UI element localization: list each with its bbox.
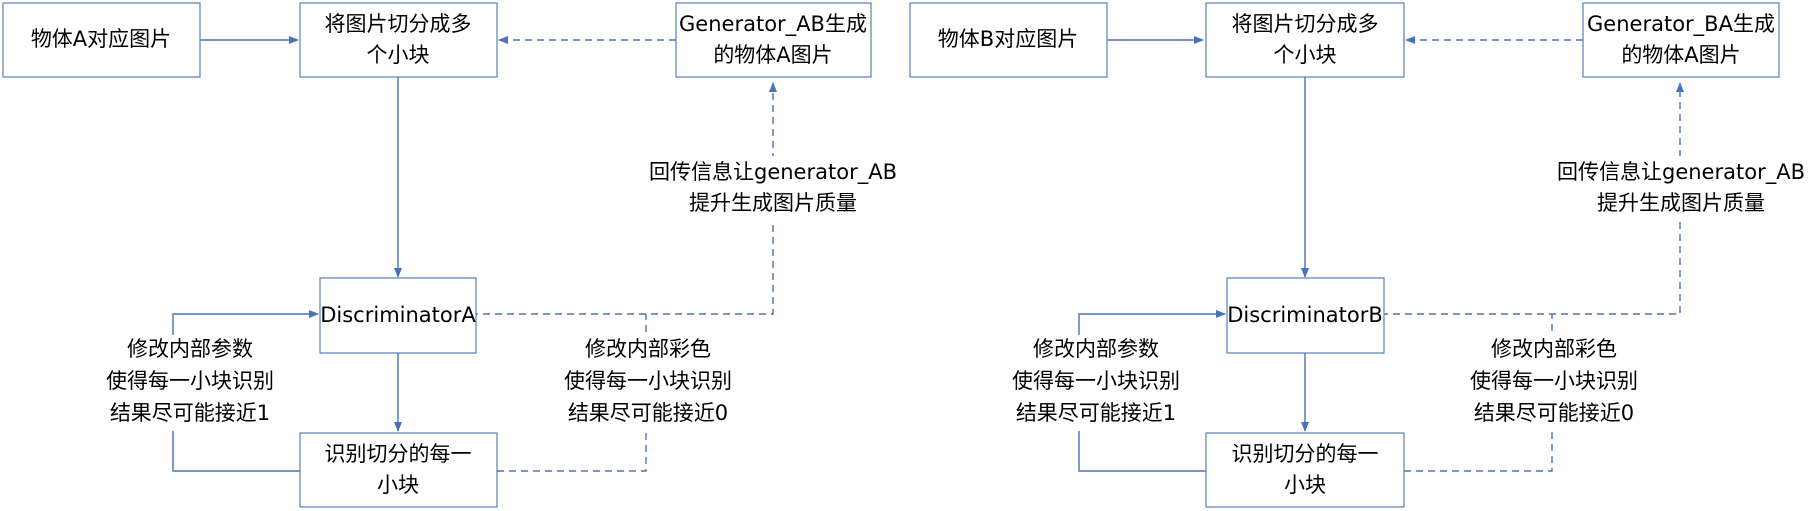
node-identify-patches-line-1: 识别切分的每一 — [1232, 442, 1379, 466]
label-feedback: 回传信息让generator_AB 提升生成图片质量 — [1550, 156, 1812, 220]
label-left-note-line-2: 使得每一小块识别 — [106, 369, 274, 393]
label-feedback-line-2: 提升生成图片质量 — [689, 191, 857, 215]
node-discriminator: DiscriminatorA — [319, 277, 477, 354]
node-split-image: 将图片切分成多 个小块 — [1205, 2, 1405, 78]
node-split-image-line-2: 个小块 — [367, 43, 430, 67]
label-right-note-line-1: 修改内部彩色 — [1491, 337, 1617, 361]
node-generator-line-1: Generator_AB生成 — [679, 12, 867, 37]
edge-discriminator-to-generator — [1381, 82, 1684, 315]
node-source-image-label: 物体B对应图片 — [938, 27, 1078, 51]
node-generator-line-2: 的物体A图片 — [1621, 43, 1740, 67]
node-discriminator: DiscriminatorB — [1226, 277, 1385, 354]
node-generator-line-1: Generator_BA生成 — [1587, 12, 1775, 37]
node-split-image-line-1: 将图片切分成多 — [325, 12, 472, 36]
node-identify-patches-line-2: 小块 — [377, 473, 419, 497]
node-identify-patches-line-2: 小块 — [1284, 473, 1326, 497]
label-right-note-line-3: 结果尽可能接近0 — [568, 401, 728, 425]
label-left-note-line-1: 修改内部参数 — [127, 337, 253, 361]
node-source-image: 物体A对应图片 — [2, 2, 201, 78]
label-left-note-line-3: 结果尽可能接近1 — [1016, 401, 1176, 425]
label-feedback-line-2: 提升生成图片质量 — [1597, 191, 1765, 215]
label-left-note: 修改内部参数 使得每一小块识别 结果尽可能接近1 — [90, 335, 290, 431]
node-source-image: 物体B对应图片 — [909, 2, 1108, 78]
label-right-note: 修改内部彩色 使得每一小块识别 结果尽可能接近0 — [1454, 335, 1654, 431]
label-feedback-line-1: 回传信息让generator_AB — [649, 160, 897, 185]
node-generator: Generator_BA生成 的物体A图片 — [1582, 2, 1780, 78]
node-split-image-line-1: 将图片切分成多 — [1232, 12, 1379, 36]
node-discriminator-label: DiscriminatorB — [1227, 303, 1383, 327]
node-split-image-line-2: 个小块 — [1274, 43, 1337, 67]
node-identify-patches: 识别切分的每一 小块 — [1205, 432, 1405, 508]
node-identify-patches-line-1: 识别切分的每一 — [325, 442, 472, 466]
label-right-note-line-3: 结果尽可能接近0 — [1474, 401, 1634, 425]
panel-b: 物体B对应图片 将图片切分成多 个小块 Generator_BA生成 的物体A图… — [909, 2, 1812, 508]
label-right-note-line-2: 使得每一小块识别 — [564, 369, 732, 393]
node-generator-line-2: 的物体A图片 — [713, 43, 832, 67]
node-identify-patches: 识别切分的每一 小块 — [299, 432, 498, 508]
label-feedback-line-1: 回传信息让generator_AB — [1557, 160, 1805, 185]
label-right-note: 修改内部彩色 使得每一小块识别 结果尽可能接近0 — [548, 335, 748, 431]
node-split-image: 将图片切分成多 个小块 — [299, 2, 498, 78]
node-discriminator-label: DiscriminatorA — [320, 303, 476, 327]
label-left-note-line-1: 修改内部参数 — [1033, 337, 1159, 361]
label-left-note: 修改内部参数 使得每一小块识别 结果尽可能接近1 — [996, 335, 1196, 431]
label-feedback: 回传信息让generator_AB 提升生成图片质量 — [642, 156, 904, 220]
label-left-note-line-2: 使得每一小块识别 — [1012, 369, 1180, 393]
node-generator: Generator_AB生成 的物体A图片 — [675, 2, 872, 78]
panel-a: 物体A对应图片 将图片切分成多 个小块 Generator_AB生成 的物体A图… — [2, 2, 904, 508]
node-source-image-label: 物体A对应图片 — [31, 27, 171, 51]
label-right-note-line-2: 使得每一小块识别 — [1470, 369, 1638, 393]
label-right-note-line-1: 修改内部彩色 — [585, 337, 711, 361]
label-left-note-line-3: 结果尽可能接近1 — [110, 401, 270, 425]
